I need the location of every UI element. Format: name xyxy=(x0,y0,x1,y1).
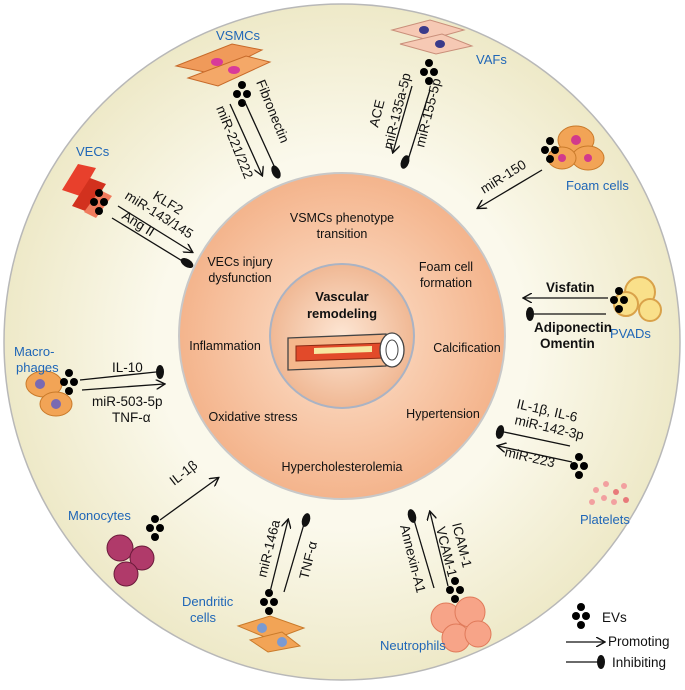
inhibiting-end-plt xyxy=(495,425,505,439)
promoting-arrow-foam-mir150 xyxy=(478,169,543,208)
monocytes-cell-icon xyxy=(106,534,155,587)
promoting-arrow-plt-mir223 xyxy=(498,446,573,463)
effect-vec-injury-line1: VECs injury xyxy=(207,255,273,269)
core-title-line2: remodeling xyxy=(307,306,377,321)
source-macrophages-line1: Macro- xyxy=(14,344,54,359)
vecs-cell-icon xyxy=(62,164,112,218)
mediator-omentin: Omentin xyxy=(540,336,595,351)
effect-vec-injury-line2: dysfunction xyxy=(208,271,271,285)
legend-inhibiting-end xyxy=(597,655,605,669)
source-foam-cells: Foam cells xyxy=(566,178,629,193)
effect-oxidative-stress: Oxidative stress xyxy=(209,410,298,424)
platelets-cell-icon xyxy=(589,481,629,505)
effect-calcification: Calcification xyxy=(433,341,500,355)
pvads-cell-icon xyxy=(613,276,662,322)
source-vecs: VECs xyxy=(76,144,110,159)
mediator-ace: ACE xyxy=(366,98,387,129)
blood-vessel-icon xyxy=(287,332,405,371)
source-dendritic-line2: cells xyxy=(190,610,217,625)
legend-inhibiting-label: Inhibiting xyxy=(612,655,666,670)
inhibiting-line-mac-il10 xyxy=(79,371,157,381)
source-dendritic-line1: Dendritic xyxy=(182,594,234,609)
effect-hypertension: Hypertension xyxy=(406,407,480,421)
inhibiting-line-dc-tnfa xyxy=(283,523,305,593)
legend-promoting-label: Promoting xyxy=(608,634,670,649)
vsmcs-cell-icon xyxy=(174,43,272,87)
promoting-arrow-vaf-ace xyxy=(393,85,413,152)
source-vafs: VAFs xyxy=(476,52,507,67)
promoting-arrow-mono-il1b xyxy=(159,478,218,521)
source-vsmcs: VSMCs xyxy=(216,28,261,43)
effect-vsmc-transition-line2: transition xyxy=(317,227,368,241)
inhibiting-end-vaf xyxy=(400,155,410,169)
inhibiting-end-neu xyxy=(407,509,417,523)
effect-vsmc-transition-line1: VSMCs phenotype xyxy=(290,211,394,225)
inhibiting-line-vec-angii xyxy=(111,217,185,263)
promoting-arrow-vsmc-mir221 xyxy=(229,103,262,175)
inhibiting-line-vaf-mir155 xyxy=(407,89,431,161)
foam-cells-icon xyxy=(547,125,605,171)
mediator-visfatin: Visfatin xyxy=(546,280,595,295)
inhibiting-end-vsmc xyxy=(271,165,281,179)
legend-evs-label: EVs xyxy=(602,610,627,625)
source-macrophages-line2: phages xyxy=(16,360,59,375)
inhibiting-end-mac xyxy=(156,365,164,379)
effect-inflammation: Inflammation xyxy=(189,339,261,353)
effect-hypercholesterolemia: Hypercholesterolemia xyxy=(282,460,403,474)
source-monocytes: Monocytes xyxy=(68,508,131,523)
legend-ev-icon xyxy=(572,603,590,629)
inhibiting-line-neu-annexin xyxy=(413,519,435,589)
neutrophils-cell-icon xyxy=(430,596,492,653)
promoting-arrow-mac-mir503 xyxy=(81,384,164,391)
mediator-il-10: IL-10 xyxy=(112,360,143,375)
macrophages-cell-icon xyxy=(25,370,73,417)
dendritic-cells-icon xyxy=(236,615,306,653)
inhibiting-end-dc xyxy=(301,513,311,527)
inhibiting-end-vec xyxy=(180,257,194,269)
source-platelets: Platelets xyxy=(580,512,630,527)
mediator-adiponectin: Adiponectin xyxy=(534,320,612,335)
core-title-line1: Vascular xyxy=(315,289,369,304)
mediator-tnf-alpha-mac: TNF-α xyxy=(112,410,151,425)
inhibiting-line-vsmc-fibronectin xyxy=(243,99,276,169)
inhibiting-end-pvad xyxy=(526,307,534,321)
vafs-cell-icon xyxy=(390,19,474,55)
source-neutrophils: Neutrophils xyxy=(380,638,446,653)
source-pvads: PVADs xyxy=(610,326,651,341)
effect-foam-cell-line1: Foam cell xyxy=(419,260,473,274)
effect-foam-cell-line2: formation xyxy=(420,276,472,290)
promoting-arrow-vec-klf2 xyxy=(117,205,192,252)
mediator-mir-503-5p: miR-503-5p xyxy=(92,394,163,409)
promoting-arrow-neu-icam1 xyxy=(430,512,449,587)
inhibiting-line-plt-il1b xyxy=(503,431,571,447)
promoting-arrow-dc-mir146a xyxy=(269,520,288,593)
legend: EVs Promoting Inhibiting xyxy=(566,603,670,670)
